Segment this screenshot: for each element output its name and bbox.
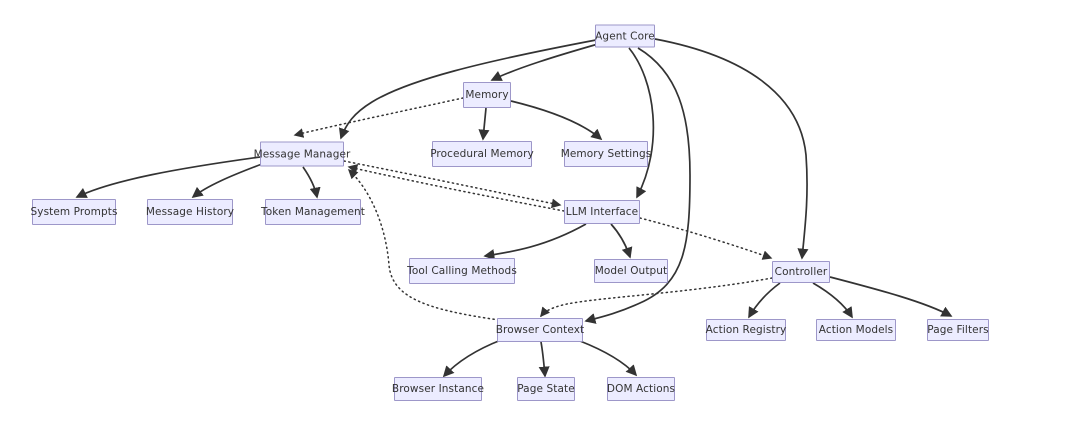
node-label: Message History xyxy=(145,206,235,218)
node-token-management: Token Management xyxy=(261,199,365,225)
node-label: Message Manager xyxy=(253,148,351,160)
node-label: Tool Calling Methods xyxy=(407,265,517,277)
edge-controller-to-action-registry xyxy=(748,282,781,319)
node-label: Memory Settings xyxy=(560,148,652,160)
edge-memory-to-procedural-memory xyxy=(478,107,490,141)
node-dom-actions: DOM Actions xyxy=(607,377,675,401)
node-procedural-memory: Procedural Memory xyxy=(430,141,534,167)
node-label: Page State xyxy=(517,383,575,395)
node-label: Action Registry xyxy=(705,324,787,336)
edge-memory-to-memory-settings xyxy=(510,100,603,141)
node-label: System Prompts xyxy=(30,206,118,218)
node-browser-context: Browser Context xyxy=(495,318,585,342)
node-action-registry: Action Registry xyxy=(706,319,786,341)
edge-message-manager-to-message-history xyxy=(191,163,263,199)
node-action-models: Action Models xyxy=(816,319,896,341)
node-model-output: Model Output xyxy=(594,259,668,283)
node-label: Controller xyxy=(774,266,828,278)
node-agent-core: Agent Core xyxy=(595,24,655,48)
edge-llm-interface-to-message-manager xyxy=(347,164,565,212)
edge-message-manager-to-system-prompts xyxy=(75,156,261,198)
edge-agent-core-to-controller xyxy=(654,38,809,260)
node-page-filters: Page Filters xyxy=(927,319,989,341)
node-browser-instance: Browser Instance xyxy=(391,377,485,401)
node-memory: Memory xyxy=(463,82,511,108)
node-label: DOM Actions xyxy=(606,383,676,395)
node-label: Procedural Memory xyxy=(430,148,534,160)
edge-message-manager-to-token-management xyxy=(302,166,321,199)
edge-agent-core-to-llm-interface xyxy=(628,47,655,199)
node-label: Memory xyxy=(465,89,509,101)
node-page-state: Page State xyxy=(517,377,575,401)
edge-browser-context-to-message-manager xyxy=(347,168,500,321)
node-label: Token Management xyxy=(261,206,365,218)
node-message-manager: Message Manager xyxy=(254,141,350,167)
node-label: Action Models xyxy=(818,324,894,336)
node-label: Model Output xyxy=(594,265,668,277)
edge-memory-to-message-manager xyxy=(293,97,464,138)
node-label: Browser Context xyxy=(495,324,585,336)
edge-controller-to-action-models xyxy=(812,282,853,319)
edge-browser-context-to-page-state xyxy=(538,341,550,378)
node-tool-calling-methods: Tool Calling Methods xyxy=(407,258,517,284)
node-memory-settings: Memory Settings xyxy=(561,141,651,167)
edge-llm-interface-to-tool-calling-methods xyxy=(483,223,587,261)
node-label: Agent Core xyxy=(595,30,655,42)
edge-browser-context-to-dom-actions xyxy=(579,340,638,377)
node-system-prompts: System Prompts xyxy=(30,199,118,225)
node-label: LLM Interface xyxy=(565,206,639,218)
edge-agent-core-to-memory xyxy=(490,43,599,81)
edge-message-manager-to-llm-interface xyxy=(343,160,562,209)
node-controller: Controller xyxy=(772,261,830,283)
node-message-history: Message History xyxy=(145,199,235,225)
node-label: Browser Instance xyxy=(391,383,485,395)
edge-llm-interface-to-controller xyxy=(639,217,773,260)
node-label: Page Filters xyxy=(927,324,989,336)
node-llm-interface: LLM Interface xyxy=(564,200,640,224)
edge-controller-to-page-filters xyxy=(829,276,953,317)
edge-controller-to-browser-context xyxy=(540,277,773,318)
edge-agent-core-to-message-manager xyxy=(338,39,597,140)
edge-browser-context-to-browser-instance xyxy=(442,339,502,378)
edge-llm-interface-to-model-output xyxy=(610,223,633,259)
